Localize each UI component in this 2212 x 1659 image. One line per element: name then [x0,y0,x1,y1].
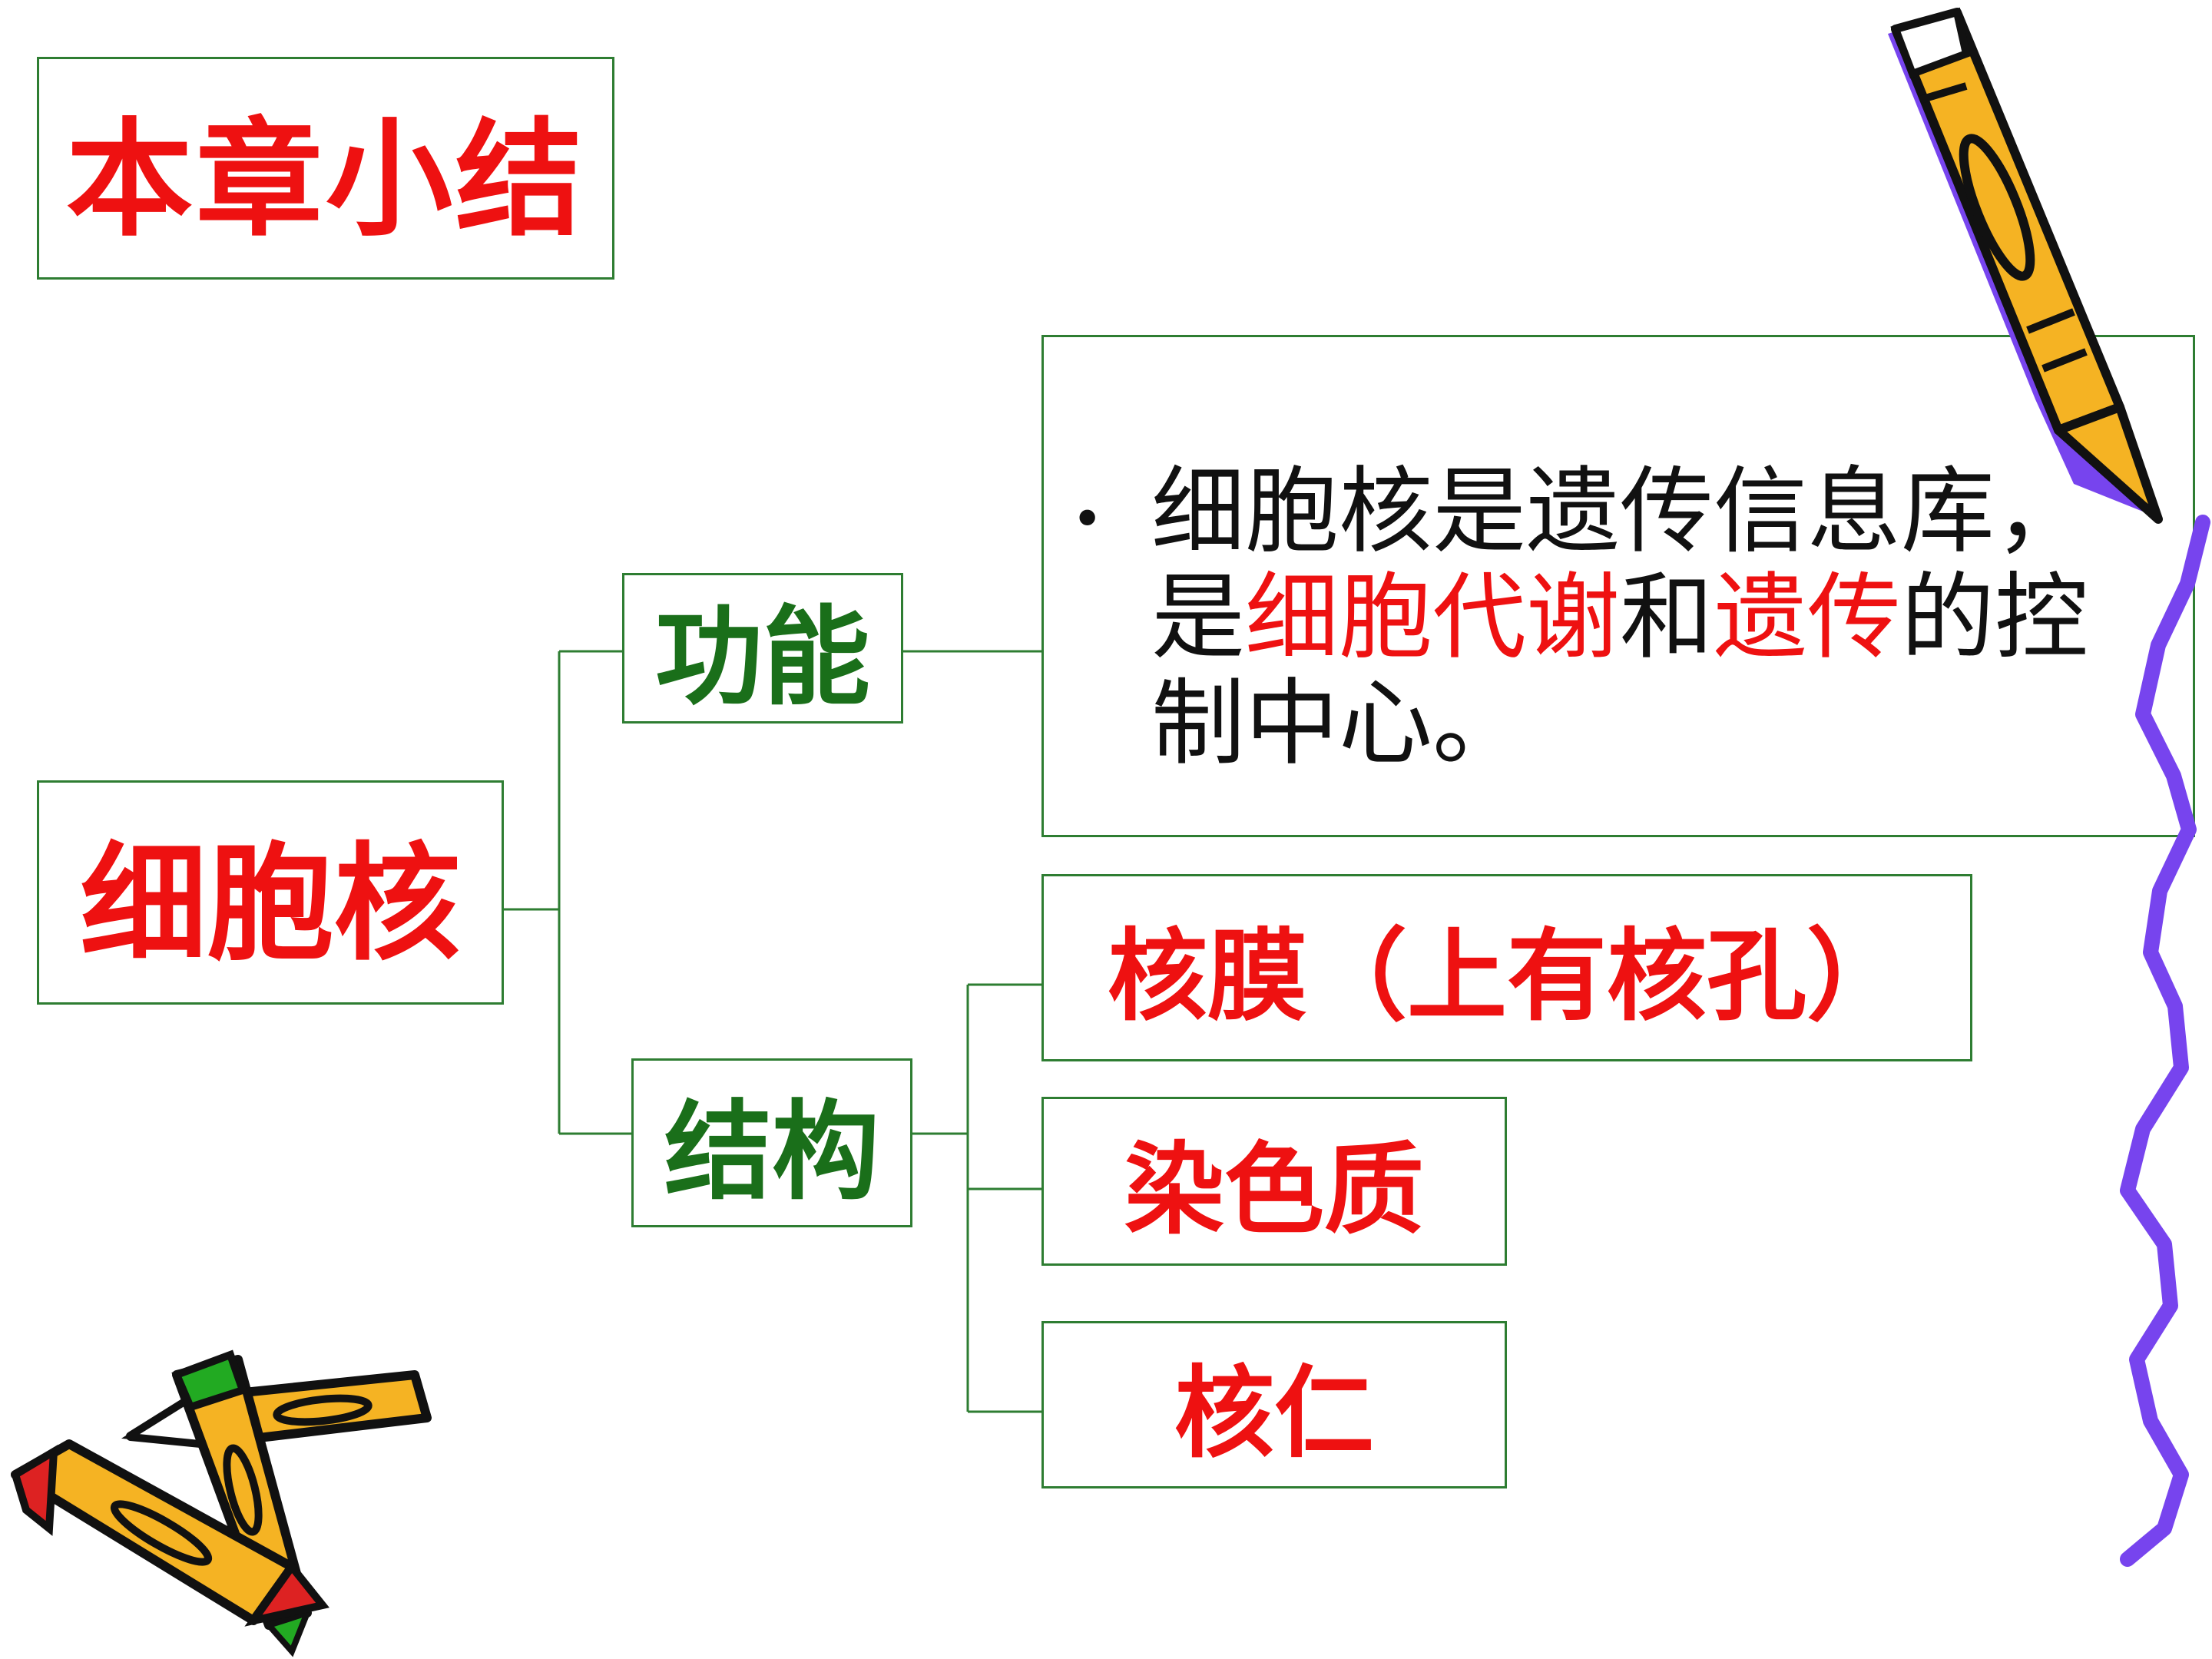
desc-segment: 和 [1620,563,1714,672]
title-box: 本章小结 [37,57,614,280]
crossed-pencils-icon [11,1349,432,1657]
structure-item-chromatin: 染色质 [1041,1097,1507,1266]
root-node: 细胞核 [37,780,504,1005]
page-title: 本章小结 [66,105,585,253]
function-label: 功能 [654,595,870,720]
function-node: 功能 [622,573,903,724]
connector-root-trunk [504,650,631,1135]
desc-segment: 细胞核是遗传信息库，是 [1151,457,2088,672]
structure-item-label: 核仁 [1174,1355,1374,1472]
desc-segment: 细胞代谢 [1245,563,1620,672]
desc-segment: 的控制中心。 [1151,563,2088,778]
structure-node: 结构 [631,1058,912,1227]
structure-label: 结构 [664,1090,879,1215]
root-label: 细胞核 [80,830,461,978]
connector-structure-items [912,983,1041,1413]
structure-item-label: 染色质 [1124,1131,1424,1248]
pencil-icon [1888,7,2163,524]
function-description-box: • 细胞核是遗传信息库，是细胞代谢和遗传的控制中心。 [1041,335,2195,837]
structure-item-label: 核膜（上有核孔） [1107,918,1906,1035]
function-description: 细胞核是遗传信息库，是细胞代谢和遗传的控制中心。 [1151,459,2181,777]
structure-item-nucleolus: 核仁 [1041,1321,1507,1488]
desc-segment: 遗传 [1714,563,1901,672]
structure-item-membrane: 核膜（上有核孔） [1041,874,1972,1061]
bullet-icon: • [1071,488,1104,551]
squiggle-line [2120,515,2210,1567]
